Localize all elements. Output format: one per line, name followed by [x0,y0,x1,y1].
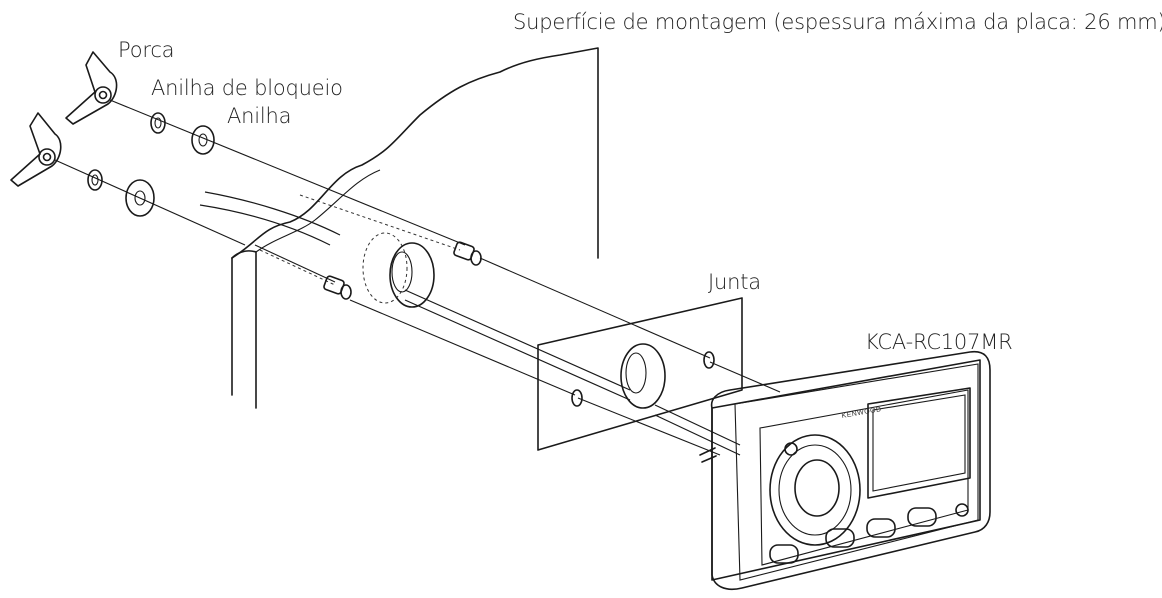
gasket-center-hole-inner [625,352,647,394]
cable-run-bottom [404,299,631,401]
hidden-line-lower [259,249,336,286]
upper-guide-to-device [479,257,711,359]
label-nut: Porca [118,38,175,62]
hidden-lines [259,194,461,304]
wing-nut-upper [65,51,118,125]
panel-studs [323,241,482,300]
gasket [537,297,743,451]
lower-guide-to-gasket [349,299,576,396]
lower-bolt-axis-line [54,159,246,246]
remote-display [867,387,971,499]
remote-display-inner [872,394,966,492]
remote-stud-back-1 [699,447,716,456]
upper-guide-gasket-to-device [709,361,781,393]
alignment-lines [54,99,781,456]
flat-washer-upper [191,125,215,155]
panel-top-edge [231,47,599,259]
upper-bolt-axis-line [109,99,466,246]
hidden-line-upper [299,194,461,251]
remote-screw-bottom-right [955,503,969,517]
remote-face [759,389,969,566]
remote-brand-logo: KENWOOD [841,406,882,420]
label-lock-washer: Anilha de bloqueio [151,76,343,100]
remote-center-knob [794,459,840,517]
cable-run-device-bottom [654,414,741,456]
panel-inner-edge [255,169,381,253]
label-model: KCA-RC107MR [865,330,1013,354]
stud-upper [453,241,482,266]
panel-cable-hole-inner [391,251,413,293]
panel-cable-hole [389,242,435,308]
remote-screw-top-left [784,442,798,456]
cable-upper-stub [204,191,341,236]
remote-button-2 [825,528,855,548]
lock-washer-lower [87,169,103,191]
remote-button-4 [907,507,937,527]
label-gasket: Junta [708,270,761,294]
cable-run-device-top [654,404,741,446]
cable [199,191,741,456]
gasket-plate [537,297,743,451]
remote-bezel-outer [710,350,991,591]
stud-lower [323,275,352,300]
flat-washer-lower [125,179,155,217]
remote-bezel-inner [734,363,979,581]
remote-control-ring-inner [778,444,852,536]
hardware-lower [10,112,155,217]
gasket-center-hole [620,343,666,409]
remote-control-ring [769,434,861,546]
gasket-screw-hole-lower [571,389,583,407]
mounting-surface-panel [231,47,599,409]
wing-nut-lower [10,112,62,187]
remote-button-1 [769,544,799,564]
remote-button-3 [866,518,896,538]
label-washer: Anilha [227,104,292,128]
hidden-hole-outline [362,232,408,304]
cable-lower-stub [199,204,331,246]
remote-control-unit: KENWOOD [699,350,991,591]
gasket-screw-hole-upper [703,351,715,369]
lower-guide-gasket-to-device [577,397,721,456]
panel-thickness-edge [231,250,257,409]
remote-stud-back-2 [701,455,717,463]
label-mounting-surface: Superfície de montagem (espessura máxima… [513,10,1162,34]
hardware-upper [65,51,215,155]
lock-washer-upper [150,112,166,134]
lower-bolt-axis-line-2 [254,244,336,283]
cable-run-top [404,289,631,391]
